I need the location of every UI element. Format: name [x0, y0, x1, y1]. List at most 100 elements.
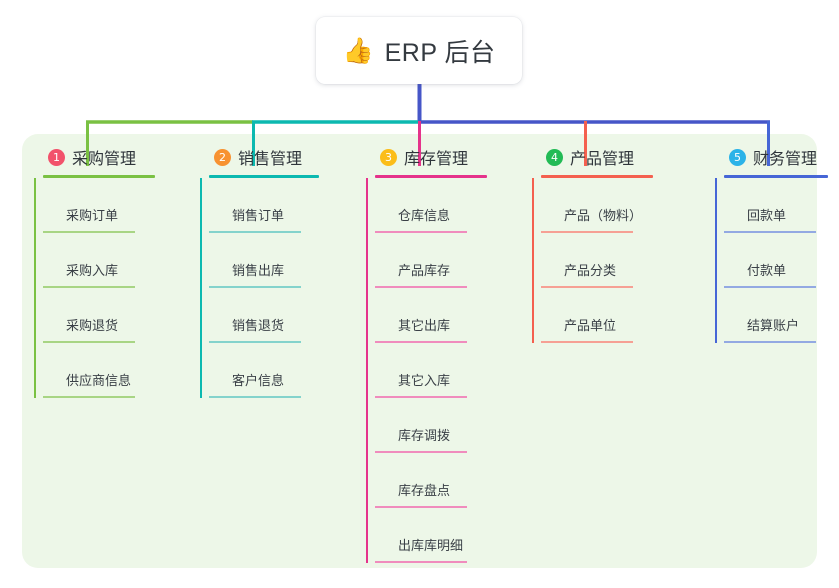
leaf-node[interactable]: 产品库存: [375, 233, 487, 288]
leaf-list-3: 仓库信息产品库存其它出库其它入库库存调拨库存盘点出库库明细: [366, 178, 487, 563]
column-title-4: 产品管理: [570, 151, 635, 168]
leaf-rule: [209, 396, 301, 398]
leaf-label: 其它出库: [398, 318, 451, 333]
leaf-rule: [209, 231, 301, 233]
leaf-node[interactable]: 销售退货: [209, 288, 319, 343]
leaf-label: 结算账户: [747, 318, 800, 333]
leaf-rule: [375, 231, 467, 233]
leaf-spine-2: [200, 178, 202, 398]
leaf-rule: [43, 286, 135, 288]
leaf-node[interactable]: 出库库明细: [375, 508, 487, 563]
thumbs-up-icon: 👍: [342, 37, 374, 65]
leaf-list-1: 采购订单采购入库采购退货供应商信息: [34, 178, 155, 398]
leaf-rule: [541, 341, 633, 343]
leaf-label: 回款单: [747, 208, 787, 223]
leaf-rule: [541, 231, 633, 233]
leaf-node[interactable]: 销售出库: [209, 233, 319, 288]
column-header-1[interactable]: 1 采购管理: [34, 146, 155, 168]
leaf-label: 产品单位: [564, 318, 617, 333]
leaf-rule: [375, 286, 467, 288]
leaf-node[interactable]: 库存盘点: [375, 453, 487, 508]
leaf-label: 仓库信息: [398, 208, 451, 223]
column-3: 3 库存管理仓库信息产品库存其它出库其它入库库存调拨库存盘点出库库明细: [366, 146, 487, 563]
leaf-rule: [43, 231, 135, 233]
leaf-rule: [209, 341, 301, 343]
leaf-node[interactable]: 产品（物料）: [541, 178, 653, 233]
leaf-rule: [43, 396, 135, 398]
leaf-spine-3: [366, 178, 368, 563]
column-header-3[interactable]: 3 库存管理: [366, 146, 487, 168]
leaf-label: 销售退货: [232, 318, 285, 333]
leaf-rule: [375, 561, 467, 563]
column-rule-1: [43, 175, 155, 178]
leaf-label: 产品分类: [564, 263, 617, 278]
leaf-label: 供应商信息: [66, 373, 132, 388]
leaf-rule: [209, 286, 301, 288]
column-badge-5: 5: [729, 148, 746, 166]
column-rule-4: [541, 175, 653, 178]
leaf-rule: [724, 286, 816, 288]
leaf-node[interactable]: 仓库信息: [375, 178, 487, 233]
leaf-node[interactable]: 其它出库: [375, 288, 487, 343]
leaf-rule: [43, 341, 135, 343]
column-title-2: 销售管理: [238, 151, 303, 168]
leaf-node[interactable]: 采购订单: [43, 178, 155, 233]
leaf-node[interactable]: 供应商信息: [43, 343, 155, 398]
column-title-5: 财务管理: [753, 151, 818, 168]
leaf-node[interactable]: 回款单: [724, 178, 828, 233]
column-rule-5: [724, 175, 828, 178]
leaf-rule: [375, 451, 467, 453]
leaf-list-2: 销售订单销售出库销售退货客户信息: [200, 178, 319, 398]
leaf-label: 采购入库: [66, 263, 119, 278]
leaf-node[interactable]: 客户信息: [209, 343, 319, 398]
leaf-rule: [375, 506, 467, 508]
column-2: 2 销售管理销售订单销售出库销售退货客户信息: [200, 146, 319, 398]
leaf-label: 库存盘点: [398, 483, 451, 498]
leaf-label: 付款单: [747, 263, 787, 278]
leaf-node[interactable]: 采购退货: [43, 288, 155, 343]
leaf-rule: [375, 396, 467, 398]
leaf-node[interactable]: 产品单位: [541, 288, 653, 343]
leaf-node[interactable]: 结算账户: [724, 288, 828, 343]
leaf-label: 出库库明细: [398, 538, 464, 553]
column-rule-3: [375, 175, 487, 178]
leaf-label: 产品库存: [398, 263, 451, 278]
leaf-spine-5: [715, 178, 717, 343]
leaf-node[interactable]: 其它入库: [375, 343, 487, 398]
column-badge-3: 3: [380, 148, 397, 166]
leaf-label: 库存调拨: [398, 428, 451, 443]
column-header-2[interactable]: 2 销售管理: [200, 146, 319, 168]
leaf-list-5: 回款单付款单结算账户: [715, 178, 828, 343]
leaf-spine-1: [34, 178, 36, 398]
leaf-node[interactable]: 采购入库: [43, 233, 155, 288]
root-node[interactable]: 👍 ERP 后台: [316, 17, 522, 84]
leaf-label: 产品（物料）: [564, 208, 643, 223]
diagram-background-panel: [22, 134, 817, 568]
leaf-list-4: 产品（物料） 产品分类产品单位: [532, 178, 653, 343]
leaf-rule: [724, 341, 816, 343]
column-1: 1 采购管理采购订单采购入库采购退货供应商信息: [34, 146, 155, 398]
leaf-label: 销售订单: [232, 208, 285, 223]
leaf-label: 其它入库: [398, 373, 451, 388]
column-4: 4 产品管理产品（物料） 产品分类产品单位: [532, 146, 653, 343]
leaf-rule: [375, 341, 467, 343]
column-header-4[interactable]: 4 产品管理: [532, 146, 653, 168]
column-header-5[interactable]: 5 财务管理: [715, 146, 828, 168]
column-badge-1: 1: [48, 148, 65, 166]
leaf-label: 采购退货: [66, 318, 119, 333]
column-title-1: 采购管理: [72, 151, 137, 168]
leaf-node[interactable]: 产品分类: [541, 233, 653, 288]
column-rule-2: [209, 175, 319, 178]
leaf-spine-4: [532, 178, 534, 343]
leaf-node[interactable]: 库存调拨: [375, 398, 487, 453]
column-5: 5 财务管理回款单付款单结算账户: [715, 146, 828, 343]
column-title-3: 库存管理: [404, 151, 469, 168]
column-badge-2: 2: [214, 148, 231, 166]
leaf-rule: [541, 286, 633, 288]
leaf-label: 采购订单: [66, 208, 119, 223]
leaf-node[interactable]: 付款单: [724, 233, 828, 288]
leaf-node[interactable]: 销售订单: [209, 178, 319, 233]
column-badge-4: 4: [546, 148, 563, 166]
leaf-label: 客户信息: [232, 373, 285, 388]
